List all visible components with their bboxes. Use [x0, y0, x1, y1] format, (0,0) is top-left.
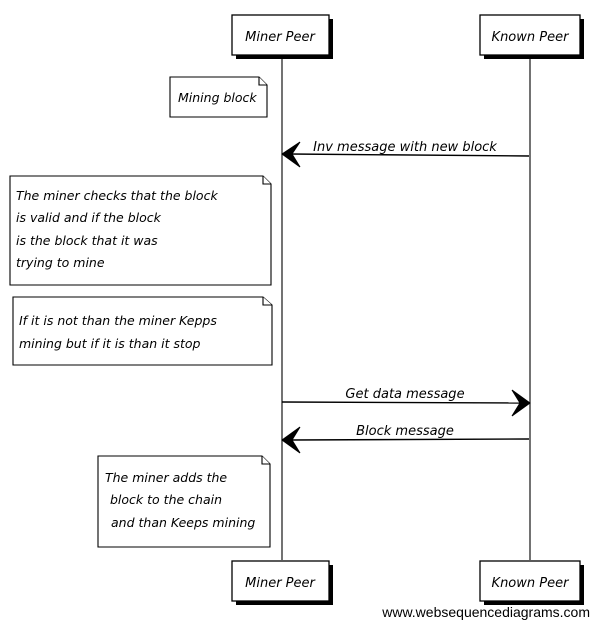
- miner-participant-bottom: Miner Peer: [231, 560, 333, 605]
- known-participant-top: Known Peer: [479, 14, 584, 59]
- message-block-label: Block message: [356, 424, 454, 439]
- message-inv: Inv message with new block: [281, 140, 530, 168]
- miner-participant-label: Miner Peer: [245, 30, 316, 45]
- note-stop-line-1: If it is not than the miner Kepps: [19, 313, 217, 328]
- note-stop-line-2: mining but if it is than it stop: [19, 336, 201, 351]
- message-block: Block message: [281, 424, 530, 454]
- note-keep-or-stop: If it is not than the miner Kepps mining…: [12, 296, 273, 366]
- note-adds-line-2: block to the chain: [110, 492, 222, 507]
- known-participant-bottom: Known Peer: [479, 560, 584, 605]
- note-mining-line-1: Mining block: [178, 90, 257, 105]
- miner-participant-top: Miner Peer: [231, 14, 333, 59]
- note-checks-line-3: is the block that it was: [16, 233, 158, 248]
- known-participant-bottom-label: Known Peer: [492, 576, 571, 591]
- message-getdata-label: Get data message: [345, 387, 464, 402]
- miner-participant-bottom-label: Miner Peer: [245, 576, 316, 591]
- note-adds-line-3: and than Keeps mining: [111, 515, 255, 530]
- note-checks-line-1: The miner checks that the block: [16, 188, 218, 203]
- note-miner-checks: The miner checks that the block is valid…: [9, 175, 272, 286]
- note-adds-line-1: The miner adds the: [105, 470, 227, 485]
- note-checks-line-2: is valid and if the block: [16, 210, 162, 225]
- footer-link[interactable]: www.websequencediagrams.com: [382, 604, 590, 620]
- note-mining-block: Mining block: [169, 76, 268, 118]
- note-adds-to-chain: The miner adds the block to the chain an…: [97, 455, 271, 548]
- note-checks-line-4: trying to mine: [16, 255, 105, 270]
- message-inv-label: Inv message with new block: [313, 140, 497, 155]
- known-participant-label: Known Peer: [492, 30, 571, 45]
- message-getdata: Get data message: [281, 387, 531, 417]
